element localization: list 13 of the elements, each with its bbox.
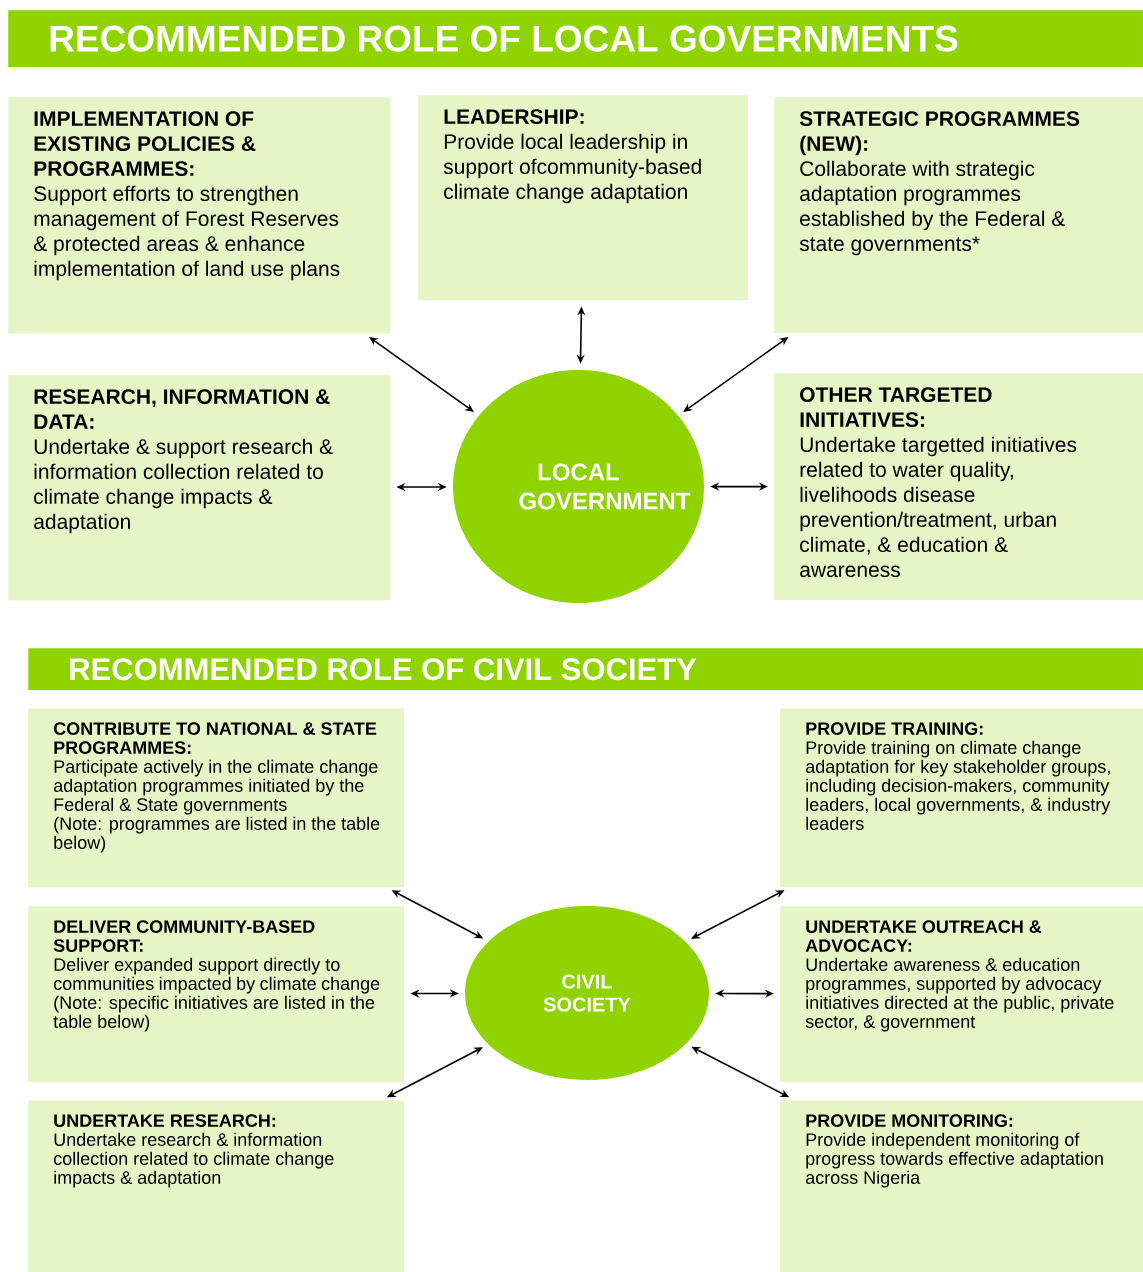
text-box: STRATEGIC PROGRAMMES (NEW): Collaborate with strategic adaptation programmes established by the Federal & state governments* [774,97,1143,334]
text-box: UNDERTAKE OUTREACH & ADVOCACY: Undertake awareness & education programmes, supported by advocacy initiatives directed at the public, private sector, & government [780,906,1143,1083]
text-box: CONTRIBUTE TO NATIONAL & STATE PROGRAMMES: Participate actively in the climate change adaptation programmes initiated by the Federal & State governments (Note: programmes are listed in the table below) [28,708,405,888]
text-box: UNDERTAKE RESEARCH: Undertake research & information collection related to climate change impacts & adaptation [28,1100,405,1272]
text-box: RESEARCH, INFORMATION & DATA: Undertake & support research & information collection related to climate change impacts & adaptation [8,375,391,601]
text-box: LEADERSHIP: Provide local leadership in support ofcommunity-based climate change adaptation [418,95,749,301]
text-box: OTHER TARGETED INITIATIVES: Undertake targetted initiatives related to water quality, livelihoods disease prevention/treatment, urban climate, & education & awareness [774,373,1143,601]
text-box: IMPLEMENTATION OF EXISTING POLICIES & PROGRAMMES: Support efforts to strengthen management of Forest Reserves & protected areas & enhance implementation of land use plans [8,97,391,334]
text-box: PROVIDE MONITORING: Provide independent monitoring of progress towards effective adaptation across Nigeria [780,1100,1143,1272]
title-band: RECOMMENDED ROLE OF LOCAL GOVERNMENTS [8,10,1143,68]
title-band: RECOMMENDED ROLE OF CIVIL SOCIETY [28,648,1143,691]
text-box: PROVIDE TRAINING: Provide training on climate change adaptation for key stakeholder groups, including decision-makers, community leaders, local governments, & industry leaders [780,708,1143,888]
text-box: DELIVER COMMUNITY-BASED SUPPORT: Deliver expanded support directly to communities impacted by climate change (Note: specific initiatives are listed in the table below) [28,906,405,1083]
